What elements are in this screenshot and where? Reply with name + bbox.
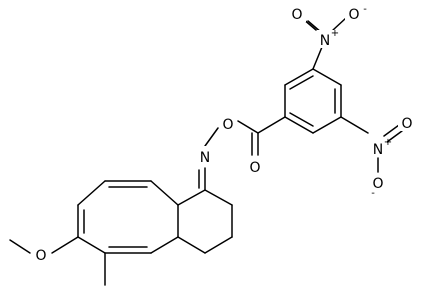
bond [77, 236, 106, 254]
atom-oxime-oxygen: O [222, 117, 233, 133]
bonds [9, 17, 403, 286]
atom-nitro-top-oxygen-right: O [348, 7, 359, 23]
bond [257, 116, 286, 134]
bond [204, 127, 219, 147]
atom-oxime-nitrogen: N [200, 150, 210, 166]
atom-carbonyl-oxygen: O [249, 160, 260, 176]
atom-nitro-right-oxygen-bottom: O [372, 176, 383, 192]
bond [77, 180, 106, 206]
bond [312, 46, 323, 70]
bond [204, 189, 233, 206]
charge-nitro-right-oxygen-bottom: - [371, 188, 375, 199]
atom-labels: N O O O N + O O - N + O O - [32, 4, 416, 264]
charge-nitro-top-nitrogen: + [331, 28, 339, 39]
charge-nitro-top-oxygen-right: - [363, 4, 367, 15]
bond [9, 239, 31, 254]
atom-methoxy-oxygen: O [35, 248, 46, 264]
charge-nitro-right-nitrogen: + [384, 137, 392, 148]
bond [312, 68, 342, 86]
bond [312, 116, 342, 134]
bond [284, 116, 314, 134]
bond [177, 189, 206, 206]
bond [237, 120, 259, 134]
bond [340, 116, 369, 134]
bond [289, 112, 314, 127]
bond [332, 17, 347, 31]
bond [386, 130, 403, 143]
atom-nitro-right-oxygen-top: O [401, 116, 412, 132]
bond [289, 75, 314, 90]
bond [204, 236, 233, 254]
atom-nitro-top-nitrogen: N [320, 33, 330, 49]
bond [383, 124, 400, 137]
bond [150, 236, 179, 254]
bond [284, 68, 314, 86]
bond [51, 236, 79, 254]
atom-nitro-top-oxygen-left: O [291, 7, 302, 23]
bond [150, 180, 179, 206]
bond [177, 236, 206, 254]
atom-nitro-right-nitrogen: N [373, 142, 383, 158]
